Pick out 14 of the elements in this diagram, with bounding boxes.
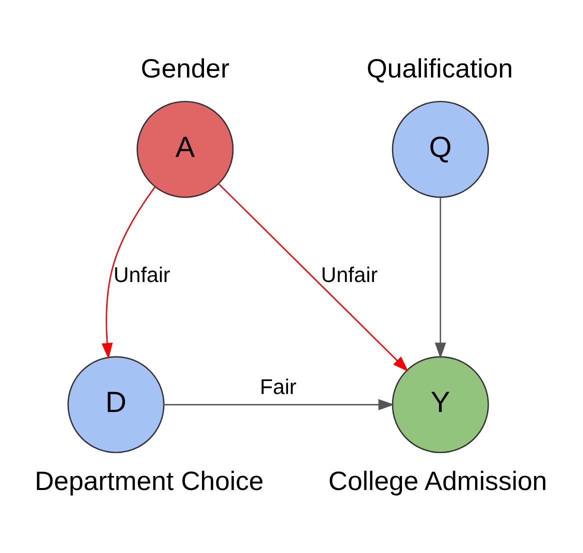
arrow bbox=[218, 182, 408, 372]
node-label: Gender bbox=[140, 53, 230, 84]
arrow bbox=[434, 197, 446, 358]
node-circle: D bbox=[67, 356, 165, 453]
node-circle: Q bbox=[392, 100, 489, 198]
node-label: Department Choice bbox=[34, 465, 264, 496]
node-label: Qualification bbox=[366, 53, 513, 84]
arrow bbox=[102, 186, 156, 358]
edge-label: Unfair bbox=[320, 262, 378, 287]
arrow bbox=[164, 398, 394, 410]
edge-label: Fair bbox=[260, 374, 297, 398]
node-circle: A bbox=[136, 100, 234, 198]
edge-label: Unfair bbox=[114, 262, 170, 287]
node-label: College Admission bbox=[328, 465, 548, 496]
